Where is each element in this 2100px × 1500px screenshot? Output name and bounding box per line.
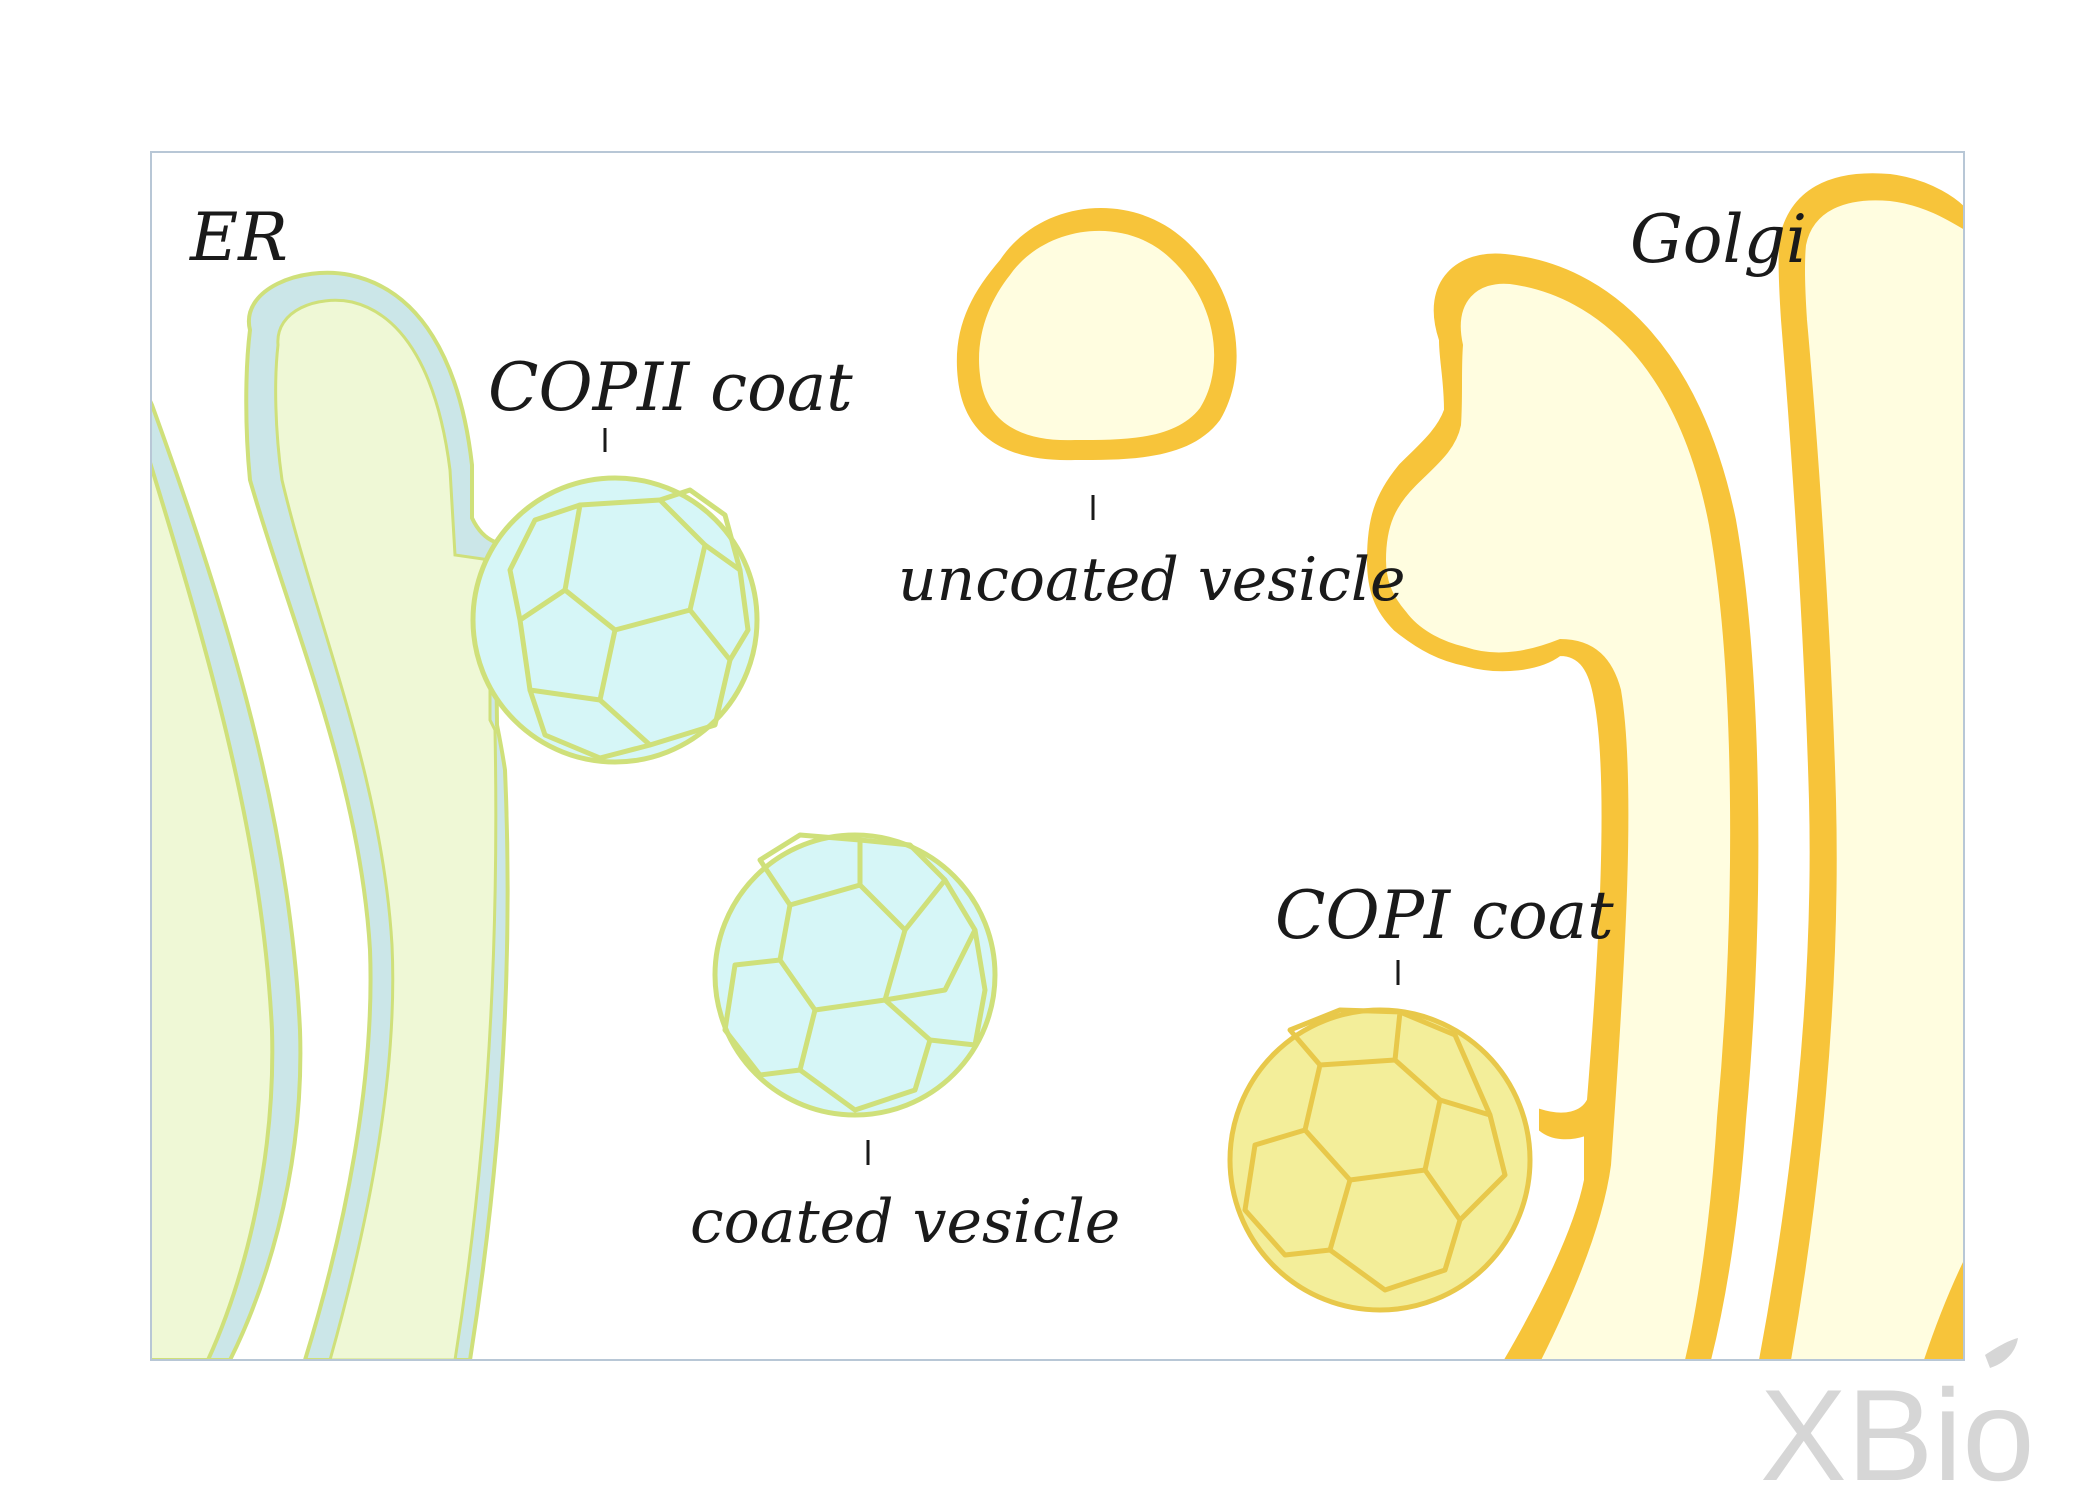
label-copii-coat: COPII coat	[488, 349, 853, 426]
coated-vesicle	[712, 832, 998, 1118]
label-copi-coat: COPI coat	[1275, 877, 1614, 954]
golgi-cisterna-2-lumen	[1788, 198, 1964, 1360]
er-cisterna-lumen	[274, 298, 498, 1360]
uncoated-vesicle	[956, 207, 1237, 461]
label-er: ER	[189, 199, 288, 276]
copii-coated-bud	[470, 475, 760, 765]
golgi-cisterna-lumen	[1383, 281, 1733, 1360]
label-golgi: Golgi	[1630, 201, 1807, 278]
copi-coated-bud	[1227, 1007, 1533, 1313]
xbio-logo-text: XBio	[1760, 1362, 2035, 1500]
label-leaders	[603, 428, 1400, 1165]
leaf-icon	[1985, 1338, 2018, 1368]
label-coated-vesicle: coated vesicle	[690, 1187, 1120, 1257]
er-lumen-outer	[151, 458, 275, 1360]
xbio-logo: XBio	[1760, 1338, 2035, 1500]
diagram-frame	[150, 151, 1965, 1361]
label-uncoated-vesicle: uncoated vesicle	[898, 545, 1406, 615]
